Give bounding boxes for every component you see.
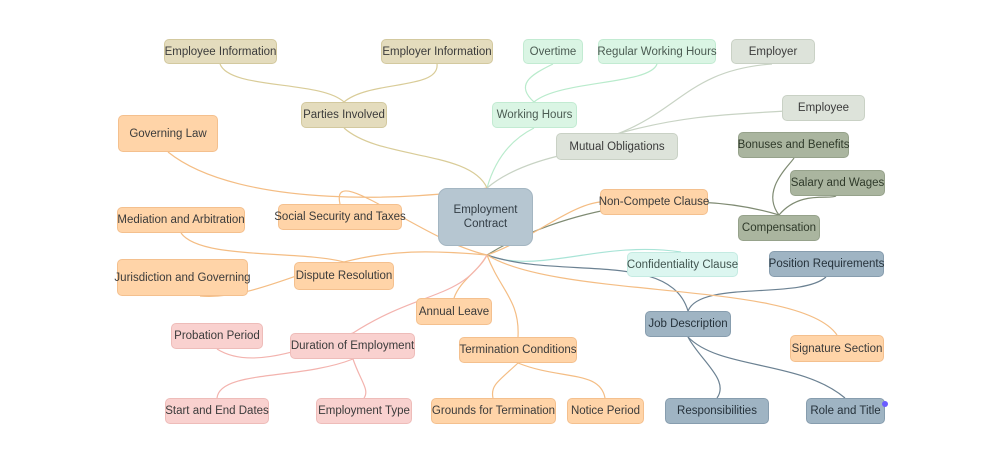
root-node-employment-contract[interactable]: Employment Contract <box>438 188 533 246</box>
node-compensation[interactable]: Compensation <box>738 215 820 241</box>
node-mutual-obligations[interactable]: Mutual Obligations <box>556 133 678 160</box>
node-salary-and-wages[interactable]: Salary and Wages <box>790 170 885 196</box>
node-start-and-end-dates[interactable]: Start and End Dates <box>165 398 269 424</box>
selection-handle[interactable] <box>882 401 888 407</box>
node-probation-period[interactable]: Probation Period <box>171 323 263 349</box>
node-responsibilities[interactable]: Responsibilities <box>665 398 769 424</box>
node-mediation-and-arbitration[interactable]: Mediation and Arbitration <box>117 207 245 233</box>
node-grounds-for-termination[interactable]: Grounds for Termination <box>431 398 556 424</box>
node-bonuses-and-benefits[interactable]: Bonuses and Benefits <box>738 132 849 158</box>
node-role-and-title[interactable]: Role and Title <box>806 398 885 424</box>
node-signature-section[interactable]: Signature Section <box>790 335 884 362</box>
node-employee[interactable]: Employee <box>782 95 865 121</box>
node-parties-involved[interactable]: Parties Involved <box>301 102 387 128</box>
node-notice-period[interactable]: Notice Period <box>567 398 644 424</box>
node-regular-working-hours[interactable]: Regular Working Hours <box>597 39 717 64</box>
node-non-compete-clause[interactable]: Non-Compete Clause <box>599 189 709 215</box>
node-dispute-resolution[interactable]: Dispute Resolution <box>294 262 394 290</box>
node-job-description[interactable]: Job Description <box>645 311 731 337</box>
node-termination-conditions[interactable]: Termination Conditions <box>459 337 577 363</box>
node-position-requirements[interactable]: Position Requirements <box>769 251 884 277</box>
node-confidentiality-clause[interactable]: Confidentiality Clause <box>627 252 738 277</box>
node-governing-law[interactable]: Governing Law <box>118 115 218 152</box>
node-employer[interactable]: Employer <box>731 39 815 64</box>
node-employee-information[interactable]: Employee Information <box>164 39 277 64</box>
node-jurisdiction-and-governing[interactable]: Jurisdiction and Governing <box>114 259 251 296</box>
node-annual-leave[interactable]: Annual Leave <box>416 298 492 325</box>
node-employment-type[interactable]: Employment Type <box>316 398 412 424</box>
node-overtime[interactable]: Overtime <box>523 39 583 64</box>
node-duration-of-employment[interactable]: Duration of Employment <box>290 333 415 359</box>
node-employer-information[interactable]: Employer Information <box>381 39 493 64</box>
node-social-security-and-taxes[interactable]: Social Security and Taxes <box>274 204 406 230</box>
node-working-hours[interactable]: Working Hours <box>492 102 577 128</box>
